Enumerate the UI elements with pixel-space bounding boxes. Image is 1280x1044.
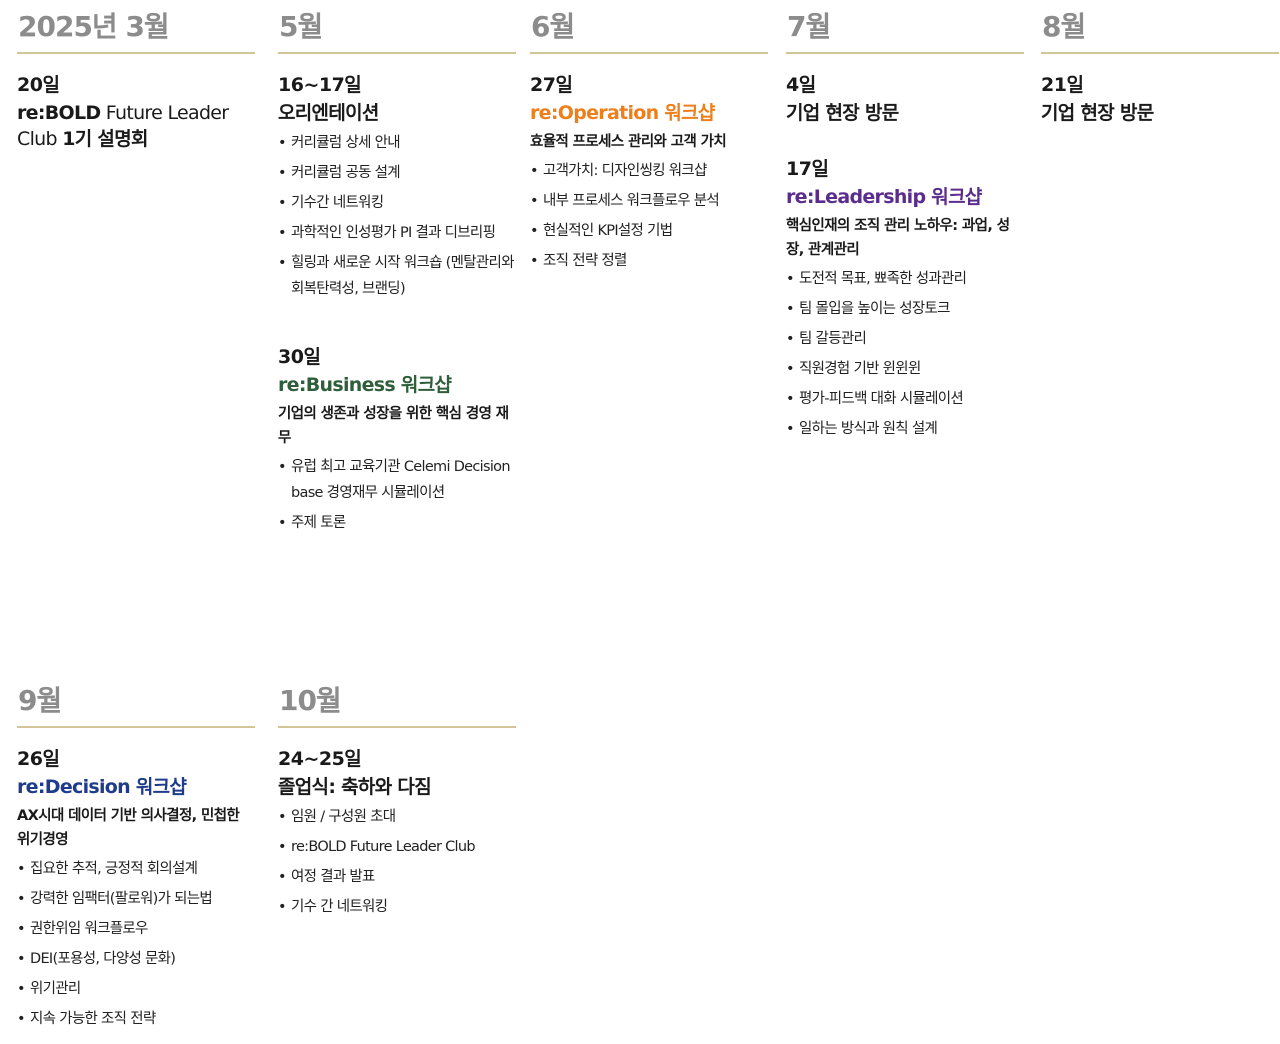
- month-heading: 5월: [278, 10, 516, 54]
- event-subtitle: AX시대 데이터 기반 의사결정, 민첩한 위기경영: [17, 808, 240, 848]
- list-item: 집요한 추적, 긍정적 회의설계: [17, 856, 255, 882]
- list-item: 힐링과 새로운 시작 워크숍 (멘탈관리와 회복탄력성, 브랜딩): [278, 250, 516, 302]
- event-items: 임원 / 구성원 초대 re:BOLD Future Leader Club 여…: [278, 804, 516, 920]
- event-subtitle: 핵심인재의 조직 관리 노하우: 과업, 성장, 관계관리: [786, 218, 1010, 258]
- list-item: 기수 간 네트워킹: [278, 894, 516, 920]
- event: 30일 re:Business 워크샵 기업의 생존과 성장을 위한 핵심 경영…: [278, 342, 516, 536]
- event-items: 고객가치: 디자인씽킹 워크샵 내부 프로세스 워크플로우 분석 현실적인 KP…: [530, 158, 768, 274]
- list-item: 강력한 임팩터(팔로워)가 되는법: [17, 886, 255, 912]
- event-title: 기업 현장 방문: [786, 102, 899, 124]
- event: 20일 re:BOLD Future Leader Club 1기 설명회: [17, 70, 255, 152]
- event-items: 유럽 최고 교육기관 Celemi Decision base 경영재무 시뮬레…: [278, 454, 516, 536]
- event-day: 17일: [786, 158, 829, 180]
- list-item: 팀 몰입을 높이는 성장토크: [786, 296, 1024, 322]
- event: 16~17일 오리엔테이션 커리큘럼 상세 안내 커리큘럼 공동 설계 기수간 …: [278, 70, 516, 302]
- event-title-bold2: 1기 설명회: [62, 128, 148, 150]
- list-item: 평가-피드백 대화 시뮬레이션: [786, 386, 1024, 412]
- event: 24~25일 졸업식: 축하와 다짐 임원 / 구성원 초대 re:BOLD F…: [278, 744, 516, 920]
- list-item: 여정 결과 발표: [278, 864, 516, 890]
- list-item: 직원경험 기반 윈윈윈: [786, 356, 1024, 382]
- month-heading: 9월: [17, 684, 255, 728]
- event: 27일 re:Operation 워크샵 효율적 프로세스 관리와 고객 가치 …: [530, 70, 768, 274]
- list-item: 고객가치: 디자인씽킹 워크샵: [530, 158, 768, 184]
- list-item: 현실적인 KPI설정 기법: [530, 218, 768, 244]
- event: 4일 기업 현장 방문: [786, 70, 1024, 126]
- event-title: re:Leadership 워크샵: [786, 186, 982, 208]
- list-item: 위기관리: [17, 976, 255, 1002]
- event-title: 오리엔테이션: [278, 102, 379, 124]
- list-item: 내부 프로세스 워크플로우 분석: [530, 188, 768, 214]
- event-items: 도전적 목표, 뾰족한 성과관리 팀 몰입을 높이는 성장토크 팀 갈등관리 직…: [786, 266, 1024, 442]
- list-item: 지속 가능한 조직 전략: [17, 1006, 255, 1032]
- event-day: 27일: [530, 74, 573, 96]
- event-title: re:Operation 워크샵: [530, 102, 715, 124]
- event-day: 20일: [17, 74, 60, 96]
- list-item: 권한위임 워크플로우: [17, 916, 255, 942]
- event-day: 16~17일: [278, 74, 362, 96]
- event-title: re:Business 워크샵: [278, 374, 452, 396]
- event-items: 커리큘럼 상세 안내 커리큘럼 공동 설계 기수간 네트워킹 과학적인 인성평가…: [278, 130, 516, 302]
- event-day: 21일: [1041, 74, 1084, 96]
- column-09: 9월 26일 re:Decision 워크샵 AX시대 데이터 기반 의사결정,…: [17, 684, 255, 1036]
- month-heading: 6월: [530, 10, 768, 54]
- list-item: 주제 토론: [278, 510, 516, 536]
- column-2025-03: 2025년 3월 20일 re:BOLD Future Leader Club …: [17, 10, 255, 156]
- list-item: 조직 전략 정렬: [530, 248, 768, 274]
- list-item: 일하는 방식과 원칙 설계: [786, 416, 1024, 442]
- month-heading: 8월: [1041, 10, 1279, 54]
- column-10: 10월 24~25일 졸업식: 축하와 다짐 임원 / 구성원 초대 re:BO…: [278, 684, 516, 924]
- list-item: 팀 갈등관리: [786, 326, 1024, 352]
- event: 17일 re:Leadership 워크샵 핵심인재의 조직 관리 노하우: 과…: [786, 154, 1024, 442]
- list-item: 유럽 최고 교육기관 Celemi Decision base 경영재무 시뮬레…: [278, 454, 516, 506]
- list-item: 기수간 네트워킹: [278, 190, 516, 216]
- event-day: 4일: [786, 74, 816, 96]
- event-subtitle: 효율적 프로세스 관리와 고객 가치: [530, 134, 727, 150]
- event-title: 기업 현장 방문: [1041, 102, 1154, 124]
- month-heading: 7월: [786, 10, 1024, 54]
- column-08: 8월 21일 기업 현장 방문: [1041, 10, 1279, 130]
- event-title: re:Decision 워크샵: [17, 776, 187, 798]
- month-heading: 2025년 3월: [17, 10, 255, 54]
- event-day: 30일: [278, 346, 321, 368]
- event-items: 집요한 추적, 긍정적 회의설계 강력한 임팩터(팔로워)가 되는법 권한위임 …: [17, 856, 255, 1032]
- list-item: 과학적인 인성평가 PI 결과 디브리핑: [278, 220, 516, 246]
- column-05: 5월 16~17일 오리엔테이션 커리큘럼 상세 안내 커리큘럼 공동 설계 기…: [278, 10, 516, 540]
- event-day: 24~25일: [278, 748, 362, 770]
- event: 21일 기업 현장 방문: [1041, 70, 1279, 126]
- list-item: 도전적 목표, 뾰족한 성과관리: [786, 266, 1024, 292]
- column-06: 6월 27일 re:Operation 워크샵 효율적 프로세스 관리와 고객 …: [530, 10, 768, 278]
- event-title: 졸업식: 축하와 다짐: [278, 776, 432, 798]
- column-07: 7월 4일 기업 현장 방문 17일 re:Leadership 워크샵 핵심인…: [786, 10, 1024, 446]
- list-item: 커리큘럼 상세 안내: [278, 130, 516, 156]
- list-item: DEI(포용성, 다양성 문화): [17, 946, 255, 972]
- month-heading: 10월: [278, 684, 516, 728]
- list-item: re:BOLD Future Leader Club: [278, 834, 516, 860]
- event-title: re:BOLD Future Leader Club 1기 설명회: [17, 100, 255, 152]
- event-title-light: Future Leader Club: [17, 102, 229, 150]
- event-title-bold: re:BOLD: [17, 102, 101, 124]
- list-item: 임원 / 구성원 초대: [278, 804, 516, 830]
- list-item: 커리큘럼 공동 설계: [278, 160, 516, 186]
- event-day: 26일: [17, 748, 60, 770]
- event-subtitle: 기업의 생존과 성장을 위한 핵심 경영 재무: [278, 406, 509, 446]
- event: 26일 re:Decision 워크샵 AX시대 데이터 기반 의사결정, 민첩…: [17, 744, 255, 1032]
